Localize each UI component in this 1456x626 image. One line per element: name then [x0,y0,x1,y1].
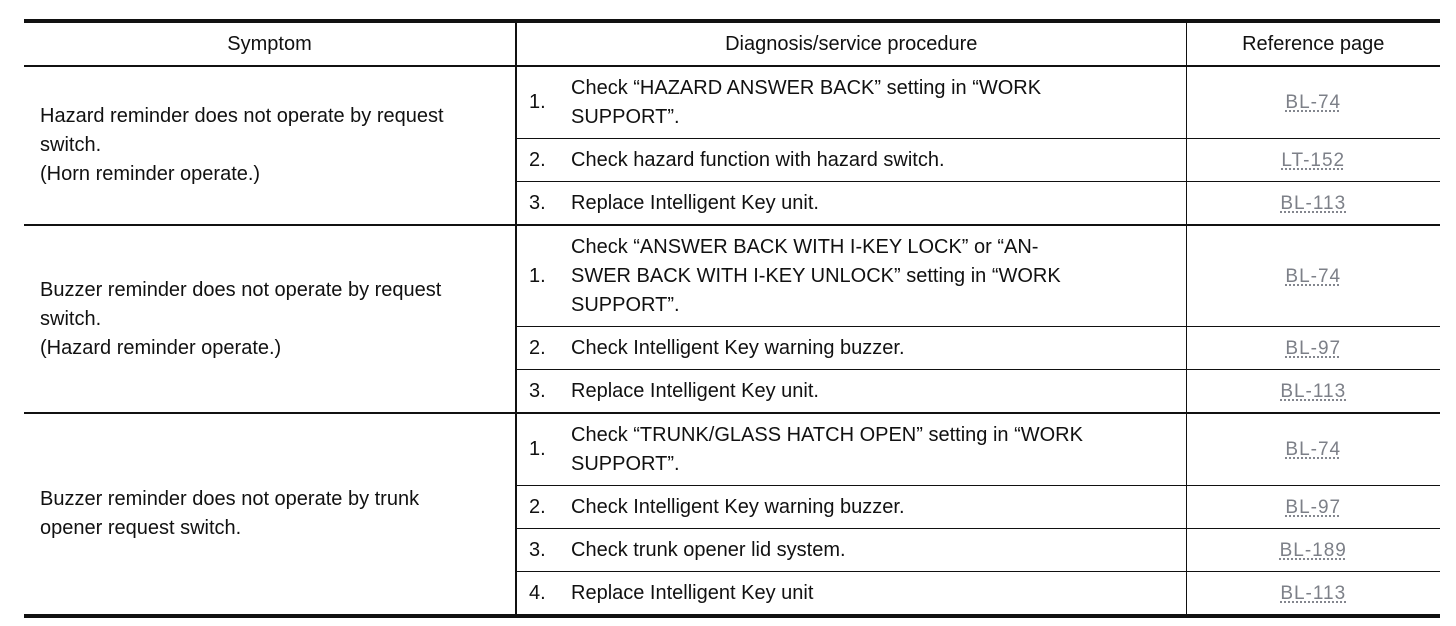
header-procedure: Diagnosis/service procedure [516,19,1187,67]
reference-cell: BL-74 [1186,66,1440,139]
step-number: 2. [529,336,546,359]
table-row: 2. Check Intelligent Key warning buzzer.… [24,326,1440,370]
reference-cell: BL-97 [1186,326,1440,370]
step-text: Check “HAZARD ANSWER BACK” setting in “W… [571,76,1042,128]
procedure-cell: 3. Replace Intelligent Key unit. [516,181,1187,226]
step-text: Check Intelligent Key warning buzzer. [571,336,905,359]
step-text: Replace Intelligent Key unit. [571,379,819,402]
procedure-cell: 1. Check “TRUNK/GLASS HATCH OPEN” settin… [516,413,1187,486]
symptom-cell: Hazard reminder does not operate by requ… [24,66,517,226]
procedure-cell: 2. Check hazard function with hazard swi… [516,138,1187,182]
header-reference: Reference page [1186,19,1440,67]
table-row: 3. Replace Intelligent Key unit. BL-113 [24,181,1440,226]
step-number: 1. [529,264,546,287]
step-number: 3. [529,191,546,214]
symptom-cell: Buzzer reminder does not operate by trun… [24,413,517,618]
step-text: Check “TRUNK/GLASS HATCH OPEN” setting i… [571,423,1083,475]
reference-link[interactable]: LT-152 [1281,149,1346,171]
procedure-cell: 3. Replace Intelligent Key unit. [516,369,1187,414]
reference-link[interactable]: BL-97 [1285,337,1342,359]
step-text: Check Intelligent Key warning buzzer. [571,495,905,518]
symptom-cell: Buzzer reminder does not operate by requ… [24,225,517,414]
table-row: 2. Check hazard function with hazard swi… [24,138,1440,182]
table-row: 3. Replace Intelligent Key unit. BL-113 [24,369,1440,414]
symptom-line: opener request switch. [40,517,242,539]
table-row: 4. Replace Intelligent Key unit BL-113 [24,571,1440,618]
procedure-cell: 2. Check Intelligent Key warning buzzer. [516,485,1187,529]
step-text: Check “ANSWER BACK WITH I-KEY LOCK” or “… [571,235,1061,316]
reference-link[interactable]: BL-74 [1285,439,1342,460]
step-number: 3. [529,538,546,561]
table-row: Hazard reminder does not operate by requ… [24,66,1440,226]
step-text: Replace Intelligent Key unit. [571,191,819,214]
procedure-cell: 3. Check trunk opener lid system. [516,528,1187,572]
step-text: Replace Intelligent Key unit [571,581,814,604]
reference-link[interactable]: BL-113 [1280,380,1347,402]
reference-cell: BL-113 [1186,369,1440,414]
reference-link[interactable]: BL-113 [1280,192,1347,214]
reference-link[interactable]: BL-74 [1285,92,1342,113]
step-number: 1. [529,438,546,460]
reference-link[interactable]: BL-74 [1285,265,1342,287]
step-number: 1. [529,91,546,113]
symptom-line: Hazard reminder does not operate by requ… [40,105,444,127]
procedure-cell: 4. Replace Intelligent Key unit [516,571,1187,618]
step-number: 2. [529,495,546,518]
symptom-line: Buzzer reminder does not operate by trun… [40,488,420,510]
symptom-line: (Horn reminder operate.) [40,163,261,185]
symptom-line: switch. [40,307,102,330]
reference-cell: BL-97 [1186,485,1440,529]
step-text: Check hazard function with hazard switch… [571,148,945,171]
reference-link[interactable]: BL-113 [1280,582,1347,604]
procedure-cell: 2. Check Intelligent Key warning buzzer. [516,326,1187,370]
diagnosis-table: Symptom Diagnosis/service procedure Refe… [24,19,1440,618]
reference-cell: BL-113 [1186,181,1440,226]
reference-cell: BL-189 [1186,528,1440,572]
step-number: 4. [529,581,546,604]
reference-cell: BL-74 [1186,413,1440,486]
header-symptom: Symptom [24,19,517,67]
reference-cell: LT-152 [1186,138,1440,182]
symptom-line: switch. [40,134,102,156]
header-row: Symptom Diagnosis/service procedure Refe… [24,19,1440,67]
table-row: Buzzer reminder does not operate by requ… [24,225,1440,414]
procedure-cell: 1. Check “ANSWER BACK WITH I-KEY LOCK” o… [516,225,1187,327]
step-text: Check trunk opener lid system. [571,538,846,561]
table-row: Buzzer reminder does not operate by trun… [24,413,1440,618]
procedure-cell: 1. Check “HAZARD ANSWER BACK” setting in… [516,66,1187,139]
symptom-line: Buzzer reminder does not operate by requ… [40,278,442,301]
symptom-line: (Hazard reminder operate.) [40,336,282,359]
table-row: 3. Check trunk opener lid system. BL-189 [24,528,1440,572]
step-number: 3. [529,379,546,402]
reference-link[interactable]: BL-189 [1279,539,1347,561]
reference-cell: BL-74 [1186,225,1440,327]
reference-link[interactable]: BL-97 [1285,496,1342,518]
step-number: 2. [529,148,546,171]
table-row: 2. Check Intelligent Key warning buzzer.… [24,485,1440,529]
reference-cell: BL-113 [1186,571,1440,618]
